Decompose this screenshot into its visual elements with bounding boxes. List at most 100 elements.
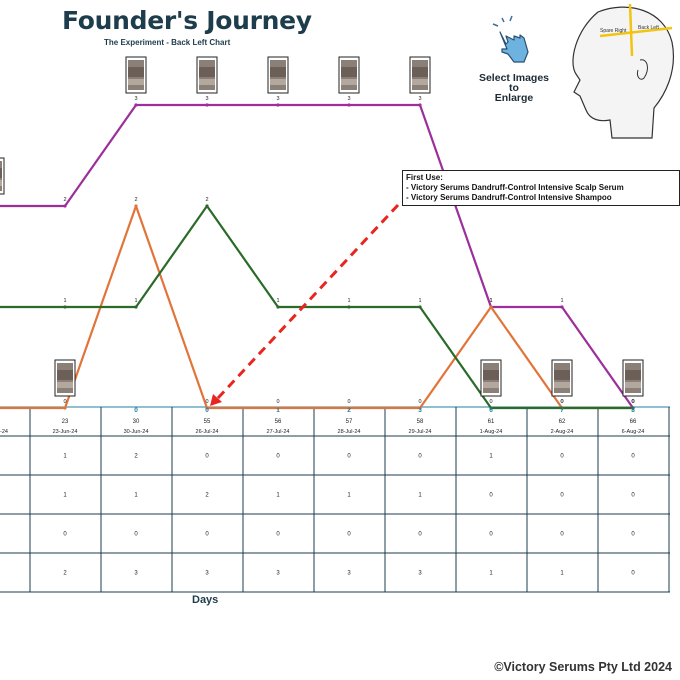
table-cell: 0 <box>631 493 635 499</box>
annotation-heading: First Use: <box>406 173 443 182</box>
series-point-green <box>560 406 564 410</box>
photo-hair <box>128 67 144 77</box>
first-use-annotation: First Use: - Victory Serums Dandruff-Con… <box>402 170 680 206</box>
table-cell: 1 <box>418 493 422 499</box>
point-value-label: 2 <box>134 197 137 203</box>
photo-thumbnail[interactable] <box>54 359 76 397</box>
photo-thumbnail[interactable] <box>0 157 5 195</box>
series-point-green <box>489 406 493 410</box>
series-point-purple <box>205 103 209 107</box>
table-cell: 0 <box>63 532 67 538</box>
photo-thumbnails[interactable] <box>0 56 644 397</box>
point-value-label: 2 <box>205 197 208 203</box>
table-cell: 0 <box>418 454 422 460</box>
cta-line-3: Enlarge <box>494 92 534 104</box>
photo-thumbnail[interactable] <box>409 56 431 94</box>
photo-scalp <box>57 382 73 388</box>
point-value-label: 3 <box>276 96 279 102</box>
photo-thumbnail[interactable] <box>622 359 644 397</box>
x-tick-date: 23-Jun-24 <box>53 429 78 435</box>
series-point-green <box>347 305 351 309</box>
x-tick-day: 30 <box>133 419 140 425</box>
table-cell: 1 <box>489 454 493 460</box>
table-cell: 0 <box>489 532 493 538</box>
x-tick-day: 55 <box>204 419 211 425</box>
table-cell: 1 <box>63 454 67 460</box>
series-point-orange <box>134 204 138 208</box>
table-cell: 0 <box>276 454 280 460</box>
photo-thumbnail[interactable] <box>267 56 289 94</box>
x-tick-number: 0 <box>134 407 138 414</box>
point-value-label: 0 <box>418 399 421 405</box>
table-cell: 0 <box>631 571 635 577</box>
photo-hair <box>270 67 286 77</box>
series-line-green <box>0 204 633 410</box>
x-tick-date: 27-Jul-24 <box>267 429 290 435</box>
page-subtitle: The Experiment - Back Left Chart <box>104 38 231 47</box>
table-cell: 0 <box>631 532 635 538</box>
x-axis-label: Days <box>192 594 219 606</box>
table-cell: 0 <box>631 454 635 460</box>
table-cell: 0 <box>134 532 138 538</box>
x-tick-date: -24 <box>0 429 8 435</box>
point-value-label: 1 <box>63 298 66 304</box>
photo-thumbnail[interactable] <box>480 359 502 397</box>
x-tick-date: 6-Aug-24 <box>622 429 645 435</box>
pointer-hand-icon <box>492 15 529 63</box>
photo-scalp <box>483 382 499 388</box>
table-cell: 0 <box>560 454 564 460</box>
x-tick-date: 30-Jun-24 <box>124 429 149 435</box>
x-tick-day: 23 <box>62 419 69 425</box>
series-point-green <box>631 406 635 410</box>
photo-thumbnail[interactable] <box>551 359 573 397</box>
x-tick-date: 29-Jul-24 <box>409 429 432 435</box>
x-tick-day: 56 <box>275 419 282 425</box>
point-value-label: 1 <box>560 298 563 304</box>
point-value-label: 0 <box>560 399 563 405</box>
photo-thumbnail[interactable] <box>125 56 147 94</box>
point-value-label: 1 <box>418 298 421 304</box>
page-title: Founder's Journey <box>62 6 312 35</box>
x-tick-number: 7 <box>560 407 564 414</box>
series-point-green <box>418 305 422 309</box>
series-point-green <box>205 204 209 208</box>
point-value-label: 0 <box>63 399 66 405</box>
photo-scalp <box>199 79 215 85</box>
table-cell: 0 <box>347 532 351 538</box>
series-point-purple <box>347 103 351 107</box>
table-cell: 3 <box>347 571 351 577</box>
table-cell: 3 <box>418 571 422 577</box>
series-line-purple <box>0 103 634 409</box>
photo-scalp <box>128 79 144 85</box>
point-value-label: 0 <box>276 399 279 405</box>
x-tick-day: 58 <box>417 419 424 425</box>
x-tick-number: 0 <box>205 407 209 414</box>
table-cell: 1 <box>489 571 493 577</box>
photo-hair <box>412 67 428 77</box>
table-cell: 0 <box>276 532 280 538</box>
table-cell: 1 <box>560 571 564 577</box>
photo-thumbnail[interactable] <box>196 56 218 94</box>
series-point-orange <box>276 406 280 410</box>
table-cell: 0 <box>560 493 564 499</box>
point-value-label: 2 <box>63 197 66 203</box>
cta-line-2: to <box>509 82 519 94</box>
photo-hair <box>625 370 641 380</box>
photo-thumbnail[interactable] <box>338 56 360 94</box>
table-cell: 0 <box>205 454 209 460</box>
point-value-label: 0 <box>205 399 208 405</box>
table-cell: 1 <box>347 493 351 499</box>
photo-hair <box>0 168 2 178</box>
series-point-orange <box>63 406 67 410</box>
table-cell: 0 <box>560 532 564 538</box>
x-tick-date: 1-Aug-24 <box>480 429 503 435</box>
photo-scalp <box>0 180 2 186</box>
point-value-label: 3 <box>205 96 208 102</box>
point-value-label: 1 <box>347 298 350 304</box>
table-cell: 0 <box>205 532 209 538</box>
x-tick-day: 61 <box>488 419 495 425</box>
data-table-grid <box>0 406 670 593</box>
x-tick-number: 2 <box>347 407 351 414</box>
